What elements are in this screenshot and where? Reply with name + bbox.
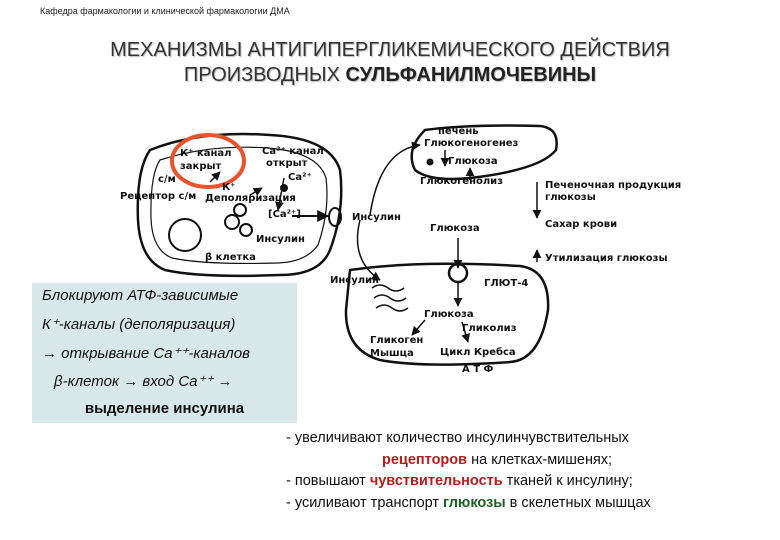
k-efflux-arrow xyxy=(209,171,221,183)
effect-1: - увеличивают количество инсулинчувствит… xyxy=(286,430,629,446)
hepatic-production-label-2: глюкозы xyxy=(545,192,596,203)
nucleus xyxy=(168,218,202,252)
glycolysis-label: Гликолиз xyxy=(462,323,517,334)
title-line-2-bold: СУЛЬФАНИЛМОЧЕВИНЫ xyxy=(345,64,597,86)
glut4-label: ГЛЮТ-4 xyxy=(484,278,528,289)
hepatic-production-label-1: Печеночная продукция xyxy=(545,180,681,191)
mechanism-infobox: Блокируют АТФ-зависимые К⁺-каналы (депол… xyxy=(32,283,297,423)
infobox-line-1: Блокируют АТФ-зависимые xyxy=(42,287,239,304)
ca-entry-arrow xyxy=(275,177,285,211)
depol-arrow xyxy=(249,187,263,196)
glucose-utilization-label: Утилизация глюкозы xyxy=(545,253,668,264)
liver-glucose-label: Глюкоза xyxy=(448,156,498,167)
receptor-label: Рецептор с/м xyxy=(120,191,196,202)
ca-intracellular-label: [Ca²⁺] xyxy=(268,209,301,220)
blood-sugar-label: Сахар крови xyxy=(545,219,617,230)
effect-3-suffix: в скелетных мышцах xyxy=(505,494,651,511)
depolarization-label: Деполяризация xyxy=(205,193,296,204)
glycogenolysis-label: Глюкогенолиз xyxy=(420,176,503,187)
glucose-muscle-label: Глюкоза xyxy=(424,309,474,320)
infobox-line-2: К⁺-каналы (деполяризация) xyxy=(42,316,236,333)
beta-cell-label: β клетка xyxy=(205,252,256,263)
infobox-line-4: β-клеток → вход Ca⁺⁺ → xyxy=(54,373,233,390)
su-label: с/м xyxy=(158,174,176,185)
department-header: Кафедра фармакологии и клинической фарма… xyxy=(40,6,290,16)
insulin-granule-2 xyxy=(239,223,253,237)
glut4-channel xyxy=(447,262,469,284)
infobox-line-5: выделение инсулина xyxy=(84,400,245,417)
effects-list: - увеличивают количество инсулинчувствит… xyxy=(286,428,766,514)
slide-title: МЕХАНИЗМЫ АНТИГИПЕРГЛИКЕМИЧЕСКОГО ДЕЙСТВ… xyxy=(0,38,780,88)
liver-glucose-dot xyxy=(426,158,434,166)
krebs-label: Цикл Кребса xyxy=(440,346,516,358)
beta-cell-inner-membrane xyxy=(150,146,328,265)
effect-receptors-emphasis: рецепторов xyxy=(382,451,468,468)
effect-1-cont: рецепторов на клетках-мишенях; xyxy=(286,450,766,472)
effect-2: - повышают чувствительность тканей к инс… xyxy=(286,471,766,493)
k-channel-highlight-ring xyxy=(170,133,246,189)
effect-sensitivity-emphasis: чувствительность xyxy=(369,473,503,489)
insulin-granule-1 xyxy=(224,214,240,230)
effect-2-suffix: тканей к инсулину; xyxy=(502,473,633,489)
effect-1-cont-text: на клетках-мишенях; xyxy=(467,451,613,468)
insulin-to-liver xyxy=(369,141,421,216)
liver-shape xyxy=(410,124,558,181)
exocytosis-vesicle xyxy=(328,207,342,227)
insulin-to-muscle xyxy=(356,219,381,281)
insulin-granule-3 xyxy=(233,203,247,217)
insulin-in-cell-label: Инсулин xyxy=(256,234,305,245)
glucose-mid-label: Глюкоза xyxy=(430,223,480,234)
glycogen-arrow xyxy=(411,319,426,336)
atp-label: А Т Ф xyxy=(462,364,494,375)
ca-channel-label-2: открыт xyxy=(266,158,308,169)
insulin-receptor-squiggle xyxy=(371,284,409,312)
k-channel-label-1: К⁺ канал xyxy=(180,148,231,159)
effect-3: - усиливают транспорт глюкозы в скелетны… xyxy=(286,493,766,515)
k-channel-label-2: закрыт xyxy=(180,161,222,172)
insulin-muscle-label: Инсулин xyxy=(330,275,379,286)
title-line-2-normal: ПРОИЗВОДНЫХ xyxy=(183,64,346,86)
muscle-label: Мышца xyxy=(370,348,414,359)
liver-label: печень xyxy=(438,126,479,137)
title-line-2: ПРОИЗВОДНЫХ СУЛЬФАНИЛМОЧЕВИНЫ xyxy=(0,63,780,88)
beta-cell-membrane xyxy=(136,132,343,278)
title-line-1: МЕХАНИЗМЫ АНТИГИПЕРГЛИКЕМИЧЕСКОГО ДЕЙСТВ… xyxy=(110,39,670,61)
glycogen-label: Гликоген xyxy=(370,335,423,346)
effect-3-prefix: - усиливают транспорт xyxy=(286,494,444,511)
infobox-line-3: → открывание Ca⁺⁺-каналов xyxy=(42,345,250,362)
effect-2-prefix: - повышают xyxy=(286,473,370,489)
mechanism-diagram: К⁺ канал закрыт Ca²⁺ канал открыт К⁺ Ca²… xyxy=(120,124,681,375)
effect-glucose-emphasis: глюкозы xyxy=(443,494,506,511)
glycolysis-arrow xyxy=(461,321,470,343)
ca-channel-label-1: Ca²⁺ канал xyxy=(262,146,324,157)
insulin-out-label: Инсулин xyxy=(352,212,401,223)
glyconeogenesis-label: Глюкогеногенез xyxy=(424,138,519,149)
ca-ion-label: Ca²⁺ xyxy=(288,172,312,183)
k-ion-label: К⁺ xyxy=(222,182,235,193)
